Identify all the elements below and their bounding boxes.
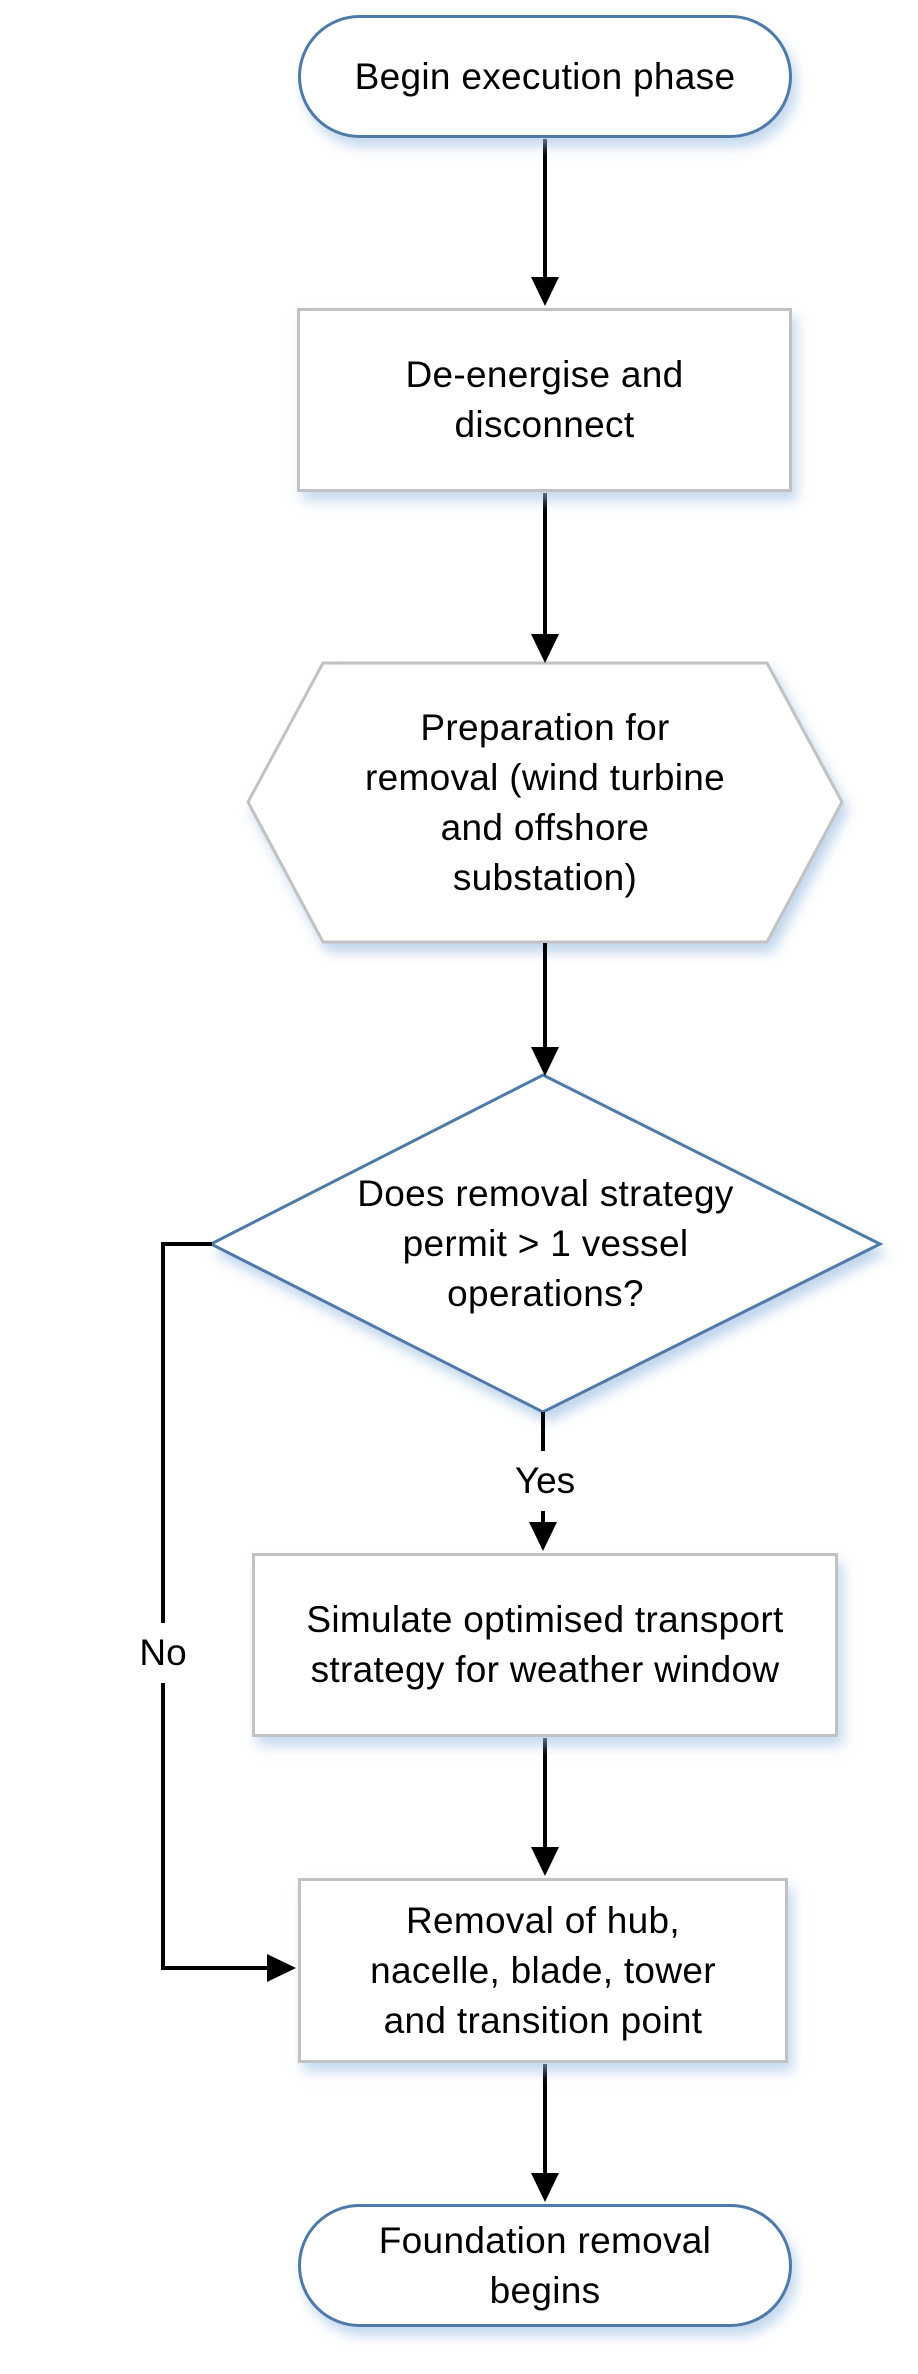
node-begin-execution-phase: Begin execution phase	[298, 15, 792, 138]
edge-label-no-text: No	[139, 1632, 187, 1673]
node-simulate-transport-strategy: Simulate optimised transport strategy fo…	[252, 1553, 838, 1737]
node-deenergise-disconnect: De-energise and disconnect	[297, 308, 792, 492]
arrowhead-start-deenergise	[531, 277, 559, 306]
edge-label-yes: Yes	[488, 1451, 602, 1511]
arrowhead-deenergise-preparation	[531, 634, 559, 663]
arrowhead-simulate-removal	[531, 1847, 559, 1876]
arrowhead-preparation-decision	[531, 1047, 559, 1076]
edge-label-no: No	[111, 1623, 215, 1683]
node-deenergise-disconnect-label: De-energise and disconnect	[405, 354, 684, 445]
node-begin-execution-phase-label: Begin execution phase	[354, 55, 736, 97]
arrowhead-removal-end	[531, 2173, 559, 2202]
connector-decision-no-removal	[161, 1242, 267, 1970]
node-removal-of-components-label: Removal of hub, nacelle, blade, tower an…	[370, 1899, 716, 2041]
hexagon-shape	[246, 661, 844, 944]
node-foundation-removal-begins-label: Foundation removal begins	[378, 2219, 712, 2311]
node-removal-of-components: Removal of hub, nacelle, blade, tower an…	[298, 1878, 788, 2063]
diamond-shape	[207, 1073, 884, 1414]
node-foundation-removal-begins: Foundation removal begins	[298, 2204, 792, 2327]
arrowhead-decision-yes-simulate	[529, 1522, 557, 1551]
edge-label-yes-text: Yes	[514, 1460, 576, 1501]
arrowhead-decision-no-removal	[267, 1954, 296, 1982]
node-simulate-transport-strategy-label: Simulate optimised transport strategy fo…	[306, 1599, 784, 1690]
